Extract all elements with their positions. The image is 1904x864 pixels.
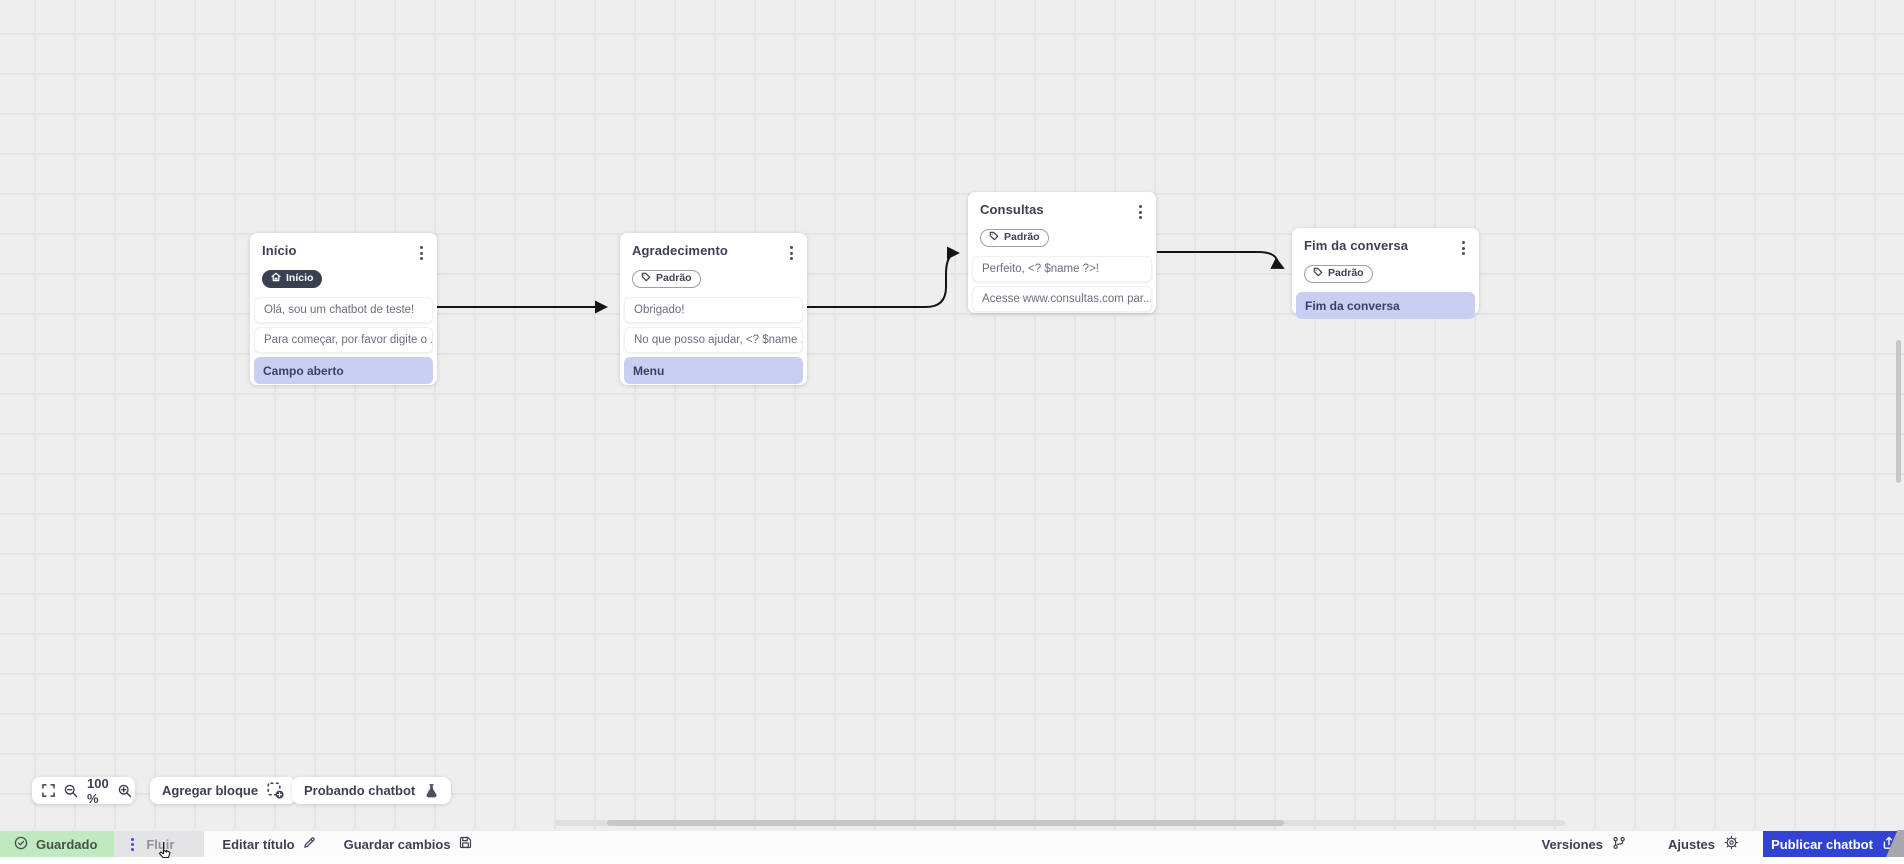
flask-icon [424,783,439,798]
versions-label: Versiones [1542,837,1603,852]
node-fim-da-conversa[interactable]: Fim da conversa Padrão Fim da conversa [1292,228,1479,314]
zoom-level-label: 100 % [87,776,109,806]
tag-icon [641,272,651,286]
node-header: Início [254,243,433,263]
test-chatbot-button[interactable]: Probando chatbot [292,777,451,804]
fit-screen-icon [42,784,55,797]
saved-status-chip: Guardado [0,831,114,857]
node-inicio[interactable]: Início Início Olá, sou um chatbot de tes… [250,233,437,385]
zoom-in-button[interactable] [118,784,132,798]
node-type-badge: Padrão [1304,265,1373,284]
fit-screen-button[interactable] [42,784,55,797]
flow-menu-icon[interactable] [127,836,138,853]
save-changes-button[interactable]: Guardar cambios [344,831,472,857]
settings-button[interactable]: Ajustes [1668,831,1739,857]
node-type-badge: Padrão [632,270,701,289]
home-icon [271,272,281,286]
node-menu-icon[interactable] [1457,238,1470,258]
edit-title-label: Editar título [222,837,294,852]
badge-label: Padrão [1328,268,1364,280]
message-row[interactable]: Acesse www.consultas.com par... [972,286,1152,312]
message-row[interactable]: No que posso ajudar, <? $name ... [624,327,803,353]
test-chatbot-label: Probando chatbot [304,783,415,798]
message-row[interactable]: Para começar, por favor digite o ... [254,327,433,353]
node-title: Consultas [980,202,1044,217]
zoom-out-icon [64,784,78,798]
node-title: Agradecimento [632,243,728,258]
add-block-button[interactable]: Agregar bloque [150,777,296,804]
add-block-icon [267,782,284,799]
zoom-in-icon [118,784,132,798]
add-block-label: Agregar bloque [162,783,258,798]
tag-icon [989,231,999,245]
check-circle-icon [14,836,28,853]
badge-label: Padrão [656,273,692,285]
output-row[interactable]: Menu [624,357,803,384]
statusbar-spacer [472,831,1542,857]
output-row[interactable]: Campo aberto [254,357,433,384]
node-title: Fim da conversa [1304,238,1408,253]
publish-chatbot-button[interactable]: Publicar chatbot [1763,831,1904,857]
badge-label: Início [286,273,313,285]
save-icon [459,836,472,852]
saved-status-label: Guardado [36,837,97,852]
node-menu-icon[interactable] [1134,202,1147,222]
message-row[interactable]: Obrigado! [624,297,803,323]
versions-button[interactable]: Versiones [1542,831,1626,857]
pencil-icon [303,836,316,852]
node-menu-icon[interactable] [415,243,428,263]
vertical-scrollbar-thumb[interactable] [1896,340,1901,483]
node-header: Consultas [972,202,1152,222]
node-title: Início [262,243,297,258]
node-header: Agradecimento [624,243,803,263]
node-menu-icon[interactable] [785,243,798,263]
tag-icon [1313,267,1323,281]
flow-tab[interactable]: Fluir [114,831,204,857]
branch-icon [1612,836,1626,853]
horizontal-scrollbar-thumb[interactable] [607,820,1284,826]
zoom-out-button[interactable] [64,784,78,798]
bottom-bar: Guardado Fluir Editar título Guardar cam… [0,830,1904,857]
output-row[interactable]: Fim da conversa [1296,292,1475,319]
node-consultas[interactable]: Consultas Padrão Perfeito, <? $name ?>! … [968,192,1156,313]
upload-icon [1882,836,1896,853]
flow-tab-label: Fluir [146,837,196,852]
node-type-badge: Padrão [980,229,1049,248]
edit-title-button[interactable]: Editar título [222,831,315,857]
gear-icon [1724,835,1739,853]
zoom-controls: 100 % [32,777,135,804]
message-row[interactable]: Perfeito, <? $name ?>! [972,256,1152,282]
node-start-badge: Início [262,270,322,289]
save-changes-label: Guardar cambios [344,837,451,852]
node-agradecimento[interactable]: Agradecimento Padrão Obrigado! No que po… [620,233,807,385]
publish-chatbot-label: Publicar chatbot [1771,837,1873,852]
settings-label: Ajustes [1668,837,1715,852]
node-header: Fim da conversa [1296,238,1475,258]
badge-label: Padrão [1004,232,1040,244]
message-row[interactable]: Olá, sou um chatbot de teste! [254,297,433,323]
